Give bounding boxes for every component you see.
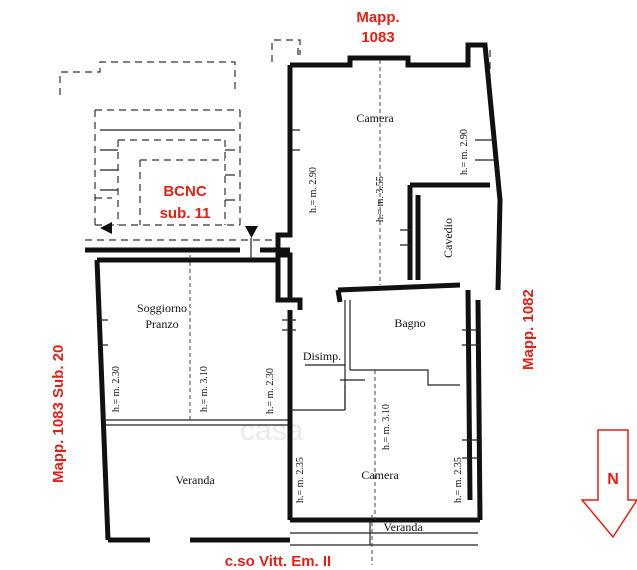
room-pranzo: Pranzo	[145, 317, 178, 331]
section-lines	[189, 60, 381, 565]
north-arrow-letter: N	[607, 471, 619, 488]
height-soggiorno-center: h.= m. 3.10	[199, 366, 210, 412]
north-arrow: N	[580, 429, 637, 539]
room-veranda-left: Veranda	[175, 473, 215, 487]
bcnc-label: BCNC	[163, 183, 206, 200]
windows	[100, 129, 495, 459]
height-camera-bottom-right: h.= m. 2.35	[453, 457, 464, 503]
height-soggiorno-right: h.= m. 2.30	[265, 368, 276, 414]
room-cavedio: Cavedio	[441, 218, 455, 258]
neighbor-outlines	[59, 39, 491, 241]
north-neighbor-number: 1083	[361, 29, 394, 46]
height-camera-center: h.= m. 3.55	[375, 176, 386, 222]
entrance-markers	[100, 222, 258, 260]
street-label: c.so Vitt. Em. II	[225, 553, 331, 570]
room-camera-top: Camera	[356, 111, 394, 125]
height-camera-bottom-center: h.= m. 3.10	[381, 404, 392, 450]
height-camera-left: h.= m. 2.90	[308, 167, 319, 213]
bcnc-sub-label: sub. 11	[160, 205, 211, 222]
room-soggiorno: Soggiorno	[137, 301, 187, 315]
height-soggiorno-left: h.= m. 2.30	[111, 366, 122, 412]
room-veranda-bottom: Veranda	[383, 520, 423, 534]
watermark: casa	[240, 414, 304, 447]
height-camera-right: h.= m. 2.90	[459, 129, 470, 175]
room-disimp: Disimp.	[303, 349, 341, 363]
stair-steps	[100, 129, 235, 201]
room-camera-bottom: Camera	[361, 468, 399, 482]
height-camera-bottom-left: h.= m. 2.35	[295, 457, 306, 503]
walls	[85, 42, 503, 546]
north-neighbor-label: Mapp.	[356, 9, 399, 26]
west-neighbor-label: Mapp. 1083 Sub. 20	[50, 345, 67, 483]
room-bagno: Bagno	[394, 316, 425, 330]
east-neighbor-label: Mapp. 1082	[520, 289, 537, 370]
